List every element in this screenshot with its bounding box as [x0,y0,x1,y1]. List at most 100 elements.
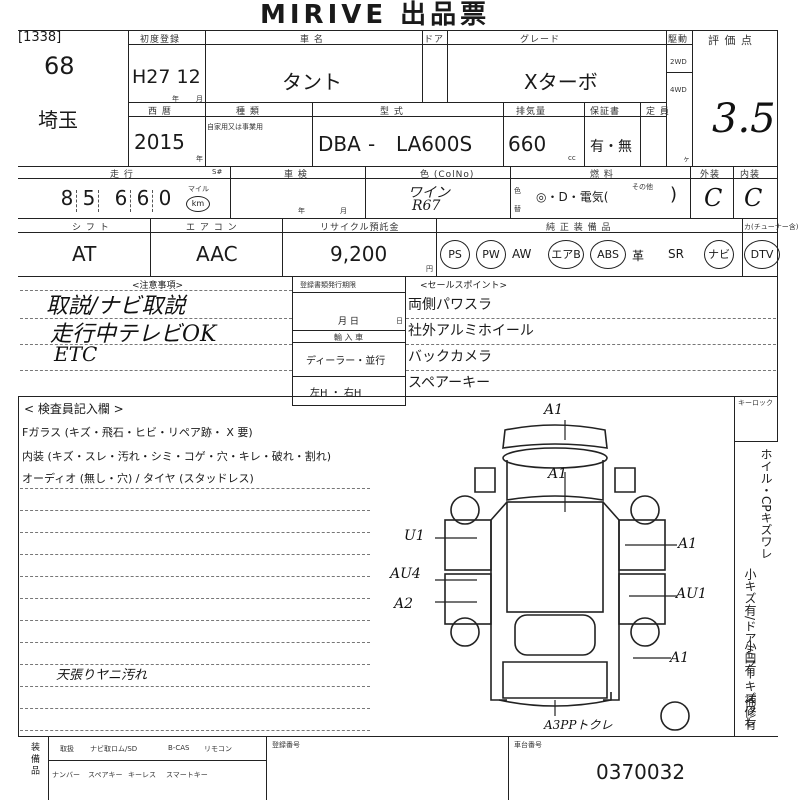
score-value: 3.5 [712,96,776,142]
row4-top [18,218,778,219]
color-no-value: R67 [412,198,441,214]
option-dtv: DTV [744,240,780,269]
import-box [292,276,406,406]
score-label: 評 価 点 [708,34,753,47]
divider [48,736,49,800]
rear-window [514,614,596,656]
option-ps: PS [440,240,470,269]
divider [584,102,585,166]
left-mirror [474,467,496,493]
drive-label: 駆動 [668,35,689,45]
row3-top [18,166,778,167]
aircon-label: エ ア コ ン [186,223,238,233]
shift-value: AT [72,242,97,266]
grade-label: グレード [520,35,561,45]
roof [506,501,604,613]
row2-top [128,102,666,103]
back-door [502,661,608,699]
notes-line1: 取説/ナビ取説 [46,294,186,319]
insp-interior: 内装 (キズ・スレ・汚れ・シミ・コゲ・穴・キレ・破れ・割れ) [22,450,332,463]
displacement-value: 660 [508,132,547,156]
eq-tori: 取扱 [60,745,74,753]
option-pw: PW [476,240,506,269]
digit-sep [152,190,153,212]
chassis-label: 車台番号 [514,741,542,749]
mark-hood: A1 [548,466,568,482]
right-mirror [614,467,636,493]
sale-point: 両側パワスラ [408,297,492,313]
car-tv-label: カ(チューナー含) [744,223,799,231]
fuel-other: その他 [632,183,653,191]
displacement-label: 排気量 [516,107,547,117]
kind-sub-label: 自家用又は事業用 [207,123,263,131]
recycle-value: 9,200 [330,242,388,266]
insp-rule [20,686,370,687]
interior-label: 内装 [740,170,761,180]
side-mirror: 小キズ有/ドアミラーキズワレ [743,568,757,729]
sale-point: 社外アルミホイール [408,323,534,339]
interior-grade: C [744,184,763,212]
warranty-value: 有・無 [590,139,632,155]
year-unit2: 年 [196,155,203,163]
import-hand: 左H ・ 右H [310,388,362,399]
divider [230,166,231,218]
import-dealer: ディーラー・並行 [306,356,386,367]
import-line [292,342,406,343]
eq-remocon: リモコン [204,745,232,753]
reg-doc-label: 登録書類発行期限 [300,281,356,289]
bottom-side-label: 装 備 品 [29,742,39,775]
divider [503,102,504,166]
warranty-label: 保証書 [590,107,621,117]
bottom-mid [48,760,266,761]
divider [690,166,691,218]
doors-label: ドア [424,35,445,45]
year-label: 西 暦 [148,107,172,117]
kind-label: 種 類 [236,107,260,117]
mileage-digit: 6 [136,186,150,210]
insp-rule [20,554,370,555]
capacity-unit: ヶ [683,155,690,163]
row4-label-line [18,232,778,233]
insp-rule [20,642,370,643]
import-month-day: 月 日 [338,317,359,327]
lr-wheel [450,617,480,647]
mark-rear-bumper: A3PPトクレ [544,718,613,732]
hood [506,460,604,501]
cc-unit: cc [568,154,576,162]
divider [508,736,509,800]
mark-right-rear-fender: A1 [670,650,690,666]
color-label: 色 (ColNo) [420,170,475,180]
car-name-value: タント [282,70,342,94]
model-prefix: DBA [318,132,361,156]
fuel-label: 燃 料 [590,170,614,180]
side-repair: 補修有 [743,694,757,730]
sp-rule [406,370,776,371]
aircon-value: AAC [196,242,238,266]
eq-spare-key: スペアキー [88,771,123,779]
mark-left-rear-door: AU4 [390,566,421,582]
mileage-digit: 5 [82,186,96,210]
notes-rule [20,344,292,345]
unit-mile: マイル [188,185,209,193]
left-front-door [444,519,492,571]
mark-left-front-door: U1 [404,528,425,544]
left-rear-door [444,573,492,625]
insp-rule [20,708,370,709]
divider [365,166,366,218]
divider [205,102,206,166]
eq-number: ナンバー [52,771,80,779]
car-name-label: 車 名 [300,35,324,45]
year-value: 2015 [134,130,185,154]
keylock-box [734,396,778,442]
recycle-label: リサイクル預託金 [320,223,400,233]
front-bumper [502,424,608,449]
mileage-digit: 6 [114,186,128,210]
exterior-label: 外装 [700,170,721,180]
rear-bumper [498,692,612,707]
month-unit: 月 [196,95,203,103]
shaken-year-unit: 年 [298,207,305,215]
mileage-label: 走 行 [110,170,134,180]
divider [733,166,734,218]
color-kae: 替 [514,205,521,213]
keylock-label: キーロック [738,399,773,407]
